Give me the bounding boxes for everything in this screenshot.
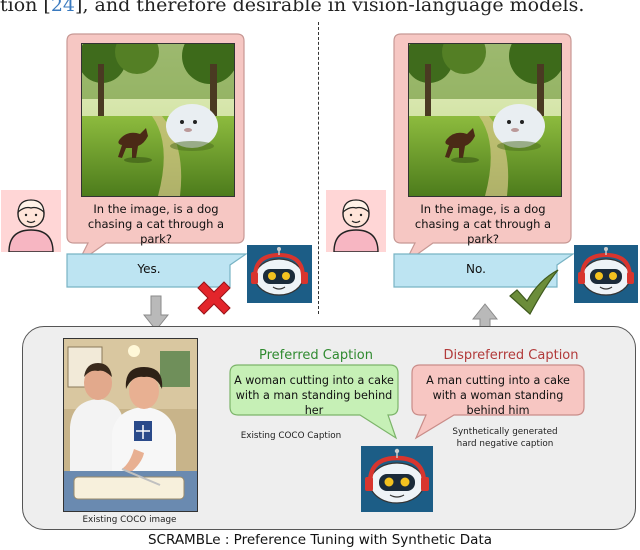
right-user-avatar [326, 190, 386, 253]
dispreferred-caption-bubble [411, 364, 585, 440]
preferred-caption-text: A woman cutting into a cake with a man s… [234, 374, 394, 417]
left-question-line-1: In the image, is a dog [93, 202, 219, 216]
header-citation: 24 [50, 0, 76, 16]
down-arrow-icon [143, 295, 169, 331]
right-question-line-1: In the image, is a dog [420, 202, 546, 216]
right-question-text: In the image, is a dog chasing a cat thr… [399, 202, 567, 247]
left-user-avatar [1, 190, 61, 253]
coco-cake-image [63, 338, 198, 512]
panel-robot-avatar [361, 446, 433, 512]
coco-image-label: Existing COCO image [82, 515, 177, 525]
left-answer-bubble [66, 253, 248, 288]
left-robot-avatar [247, 245, 312, 303]
right-robot-avatar [574, 245, 638, 303]
right-answer-bubble [393, 253, 575, 288]
green-check-icon [509, 269, 559, 315]
dispreferred-caption-text: A man cutting into a cake with a woman s… [426, 374, 570, 417]
header-text-prefix: tion [ [0, 0, 51, 16]
right-question-line-2: chasing a cat through a park? [414, 217, 552, 246]
preferred-caption-heading: Preferred Caption [259, 348, 373, 363]
right-dog-cat-image [408, 43, 562, 197]
center-divider [318, 22, 319, 314]
figure-title: SCRAMBLe : Preference Tuning with Synthe… [147, 532, 493, 548]
red-cross-icon [197, 281, 231, 315]
preferred-caption-note: Existing COCO Caption [240, 431, 342, 441]
left-dog-cat-image [81, 43, 235, 197]
left-answer-text: Yes. [137, 262, 161, 276]
header-text: tion [24], and therefore desirable in vi… [0, 0, 640, 16]
header-text-suffix: ], and therefore desirable in vision-lan… [75, 0, 585, 16]
dispreferred-note-line-1: Synthetically generated [452, 427, 558, 437]
dispreferred-caption-heading: Dispreferred Caption [443, 348, 579, 363]
dispreferred-note-line-2: hard negative caption [456, 439, 554, 449]
preferred-caption-bubble [229, 364, 399, 440]
left-question-text: In the image, is a dog chasing a cat thr… [72, 202, 240, 247]
right-answer-text: No. [466, 262, 486, 276]
dispreferred-caption-note: Synthetically generated hard negative ca… [440, 426, 570, 450]
left-question-line-2: chasing a cat through a park? [87, 217, 225, 246]
